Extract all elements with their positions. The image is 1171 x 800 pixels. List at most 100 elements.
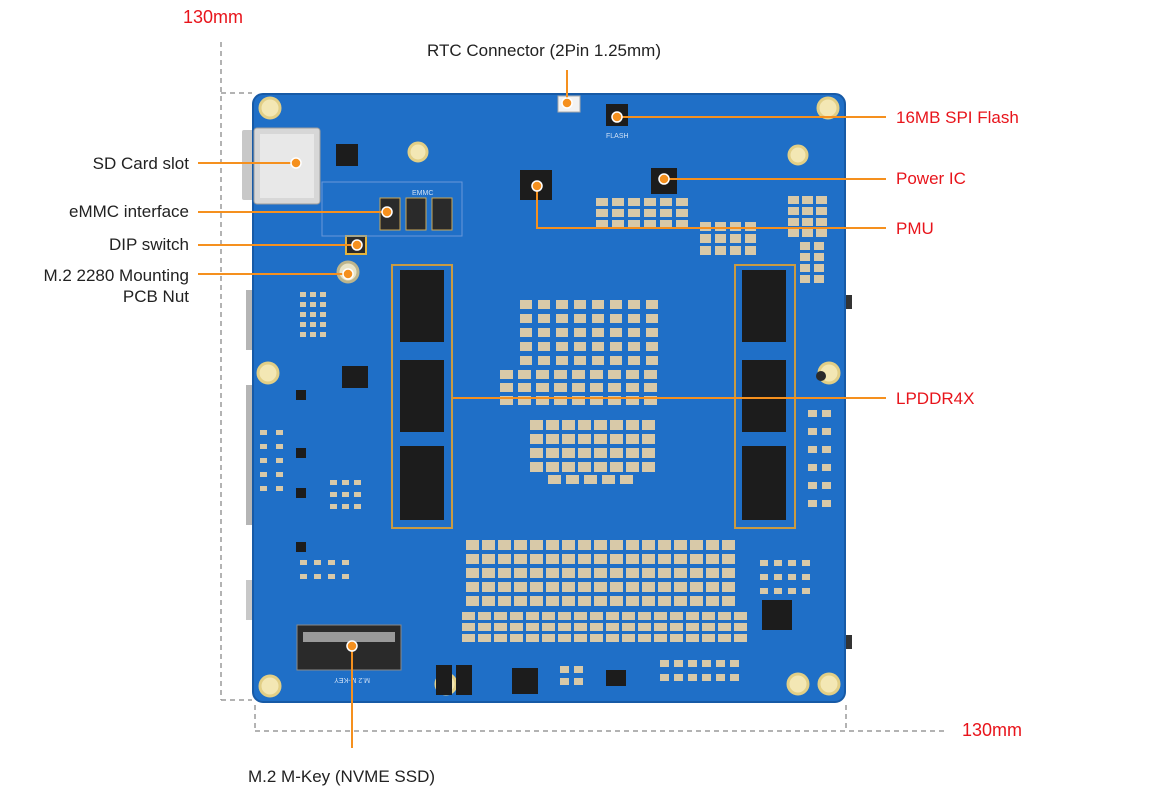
component-pad [676,209,688,217]
component-pad [314,560,321,565]
component-pad [808,500,817,507]
component-pad [538,300,550,309]
component-pad [626,582,639,592]
component-pad [562,568,575,578]
component-pad [628,328,640,337]
component-pad [644,370,657,379]
component-pad [594,462,607,472]
component-pad [538,328,550,337]
component-pad [670,634,683,642]
component-pad [320,322,326,327]
lpddr4x-chips [400,270,786,520]
component-pad [644,396,657,405]
component-pad [788,574,796,580]
component-pad [554,396,567,405]
component-pad [498,582,511,592]
component-pad [500,383,513,392]
component-pad [628,300,640,309]
component-pad [574,612,587,620]
component-pad [530,596,543,606]
component-pad [320,312,326,317]
component-pad [466,554,479,564]
component-pad [706,554,719,564]
component-pad [734,623,747,631]
component-pad [590,623,603,631]
component-pad [300,322,306,327]
component-pad [644,209,656,217]
component-pad [500,396,513,405]
component-pad [722,596,735,606]
component-pad [562,554,575,564]
dimension-guides [220,42,945,732]
component-pad [478,623,491,631]
component-pad [626,420,639,430]
label-m2-mkey: M.2 M-Key (NVME SSD) [248,767,436,786]
component-pad [546,540,559,550]
component-pad [542,612,555,620]
component-pad [466,596,479,606]
component-pad [530,554,543,564]
component-pad [608,383,621,392]
component-pad [556,328,568,337]
component-pad [538,342,550,351]
component-pad [730,660,739,667]
component-pad [688,674,697,681]
component-pad [276,444,283,449]
component-pad [700,234,711,243]
component-pad [822,482,831,489]
component-pad [814,242,824,250]
component-pad [328,560,335,565]
component-pad [314,574,321,579]
component-pad [745,222,756,231]
component-pad [530,582,543,592]
component-pad [320,292,326,297]
component-pad [702,623,715,631]
component-pad [610,540,623,550]
component-pad [542,623,555,631]
component-pad [808,410,817,417]
component-pad [482,568,495,578]
component-pad [590,396,603,405]
component-pad [310,302,316,307]
component-pad [788,229,799,237]
component-pad [520,314,532,323]
component-pad [518,383,531,392]
component-pad [626,554,639,564]
component-pad [745,234,756,243]
component-pad [546,448,559,458]
component-pad [494,623,507,631]
callout-lines [198,70,886,748]
component-pad [300,292,306,297]
component-pad [562,420,575,430]
label-power-ic: Power IC [896,169,966,188]
component-pad [658,582,671,592]
component-pad [546,582,559,592]
component-pad [822,410,831,417]
component-pad [536,396,549,405]
component-pad [574,300,586,309]
component-pad [642,434,655,444]
component-pad [628,314,640,323]
component-pad [646,356,658,365]
component-pad [715,222,726,231]
component-pad [816,218,827,226]
component-pad [560,666,569,673]
component-pad [808,428,817,435]
component-pad [802,574,810,580]
silk-flash: FLASH [606,133,629,140]
component-pad [520,342,532,351]
component-pad [482,582,495,592]
component-pad [260,444,267,449]
component-pad [610,554,623,564]
component-pad [644,198,656,206]
component-pad [574,314,586,323]
component-pad [800,264,810,272]
component-pad [626,370,639,379]
component-pad [342,492,349,497]
component-pad [722,568,735,578]
component-pad [608,396,621,405]
component-pad [526,623,539,631]
component-pad [300,302,306,307]
component-pad [354,480,361,485]
